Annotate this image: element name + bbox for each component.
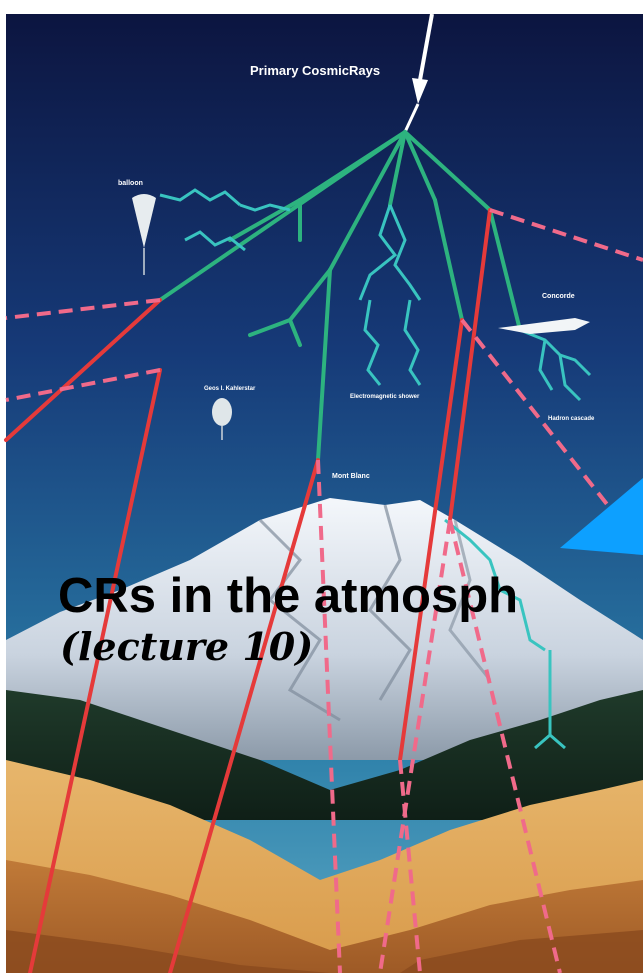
balloon-label: balloon <box>118 180 143 187</box>
hadron-cascade-label: Hadron cascade <box>548 416 595 422</box>
mont-blanc-mountain <box>6 498 643 760</box>
mont-blanc-label: Mont Blanc <box>332 473 370 480</box>
primary-cosmic-rays-label: Primary CosmicRays <box>250 63 380 78</box>
electromagnetic-shower <box>159 188 592 750</box>
hadron-tracks <box>158 130 522 462</box>
forest-band <box>6 690 643 820</box>
small-balloon-icon <box>212 398 232 440</box>
balloon-icon <box>132 194 156 275</box>
primary-cosmic-ray-arrow <box>403 13 434 133</box>
pointer-triangle <box>560 478 643 555</box>
geos-label: Geos I. Kahlerstar <box>204 386 256 392</box>
electromagnetic-shower-label: Electromagnetic shower <box>350 394 420 400</box>
concorde-label: Concorde <box>542 293 575 300</box>
soil-layer-2 <box>6 860 643 973</box>
muon-tracks <box>4 208 492 973</box>
slide-subtitle: (lecture 10) <box>60 624 314 669</box>
slide-title: CRs in the atmosph <box>58 569 519 623</box>
concorde-icon <box>498 318 590 334</box>
